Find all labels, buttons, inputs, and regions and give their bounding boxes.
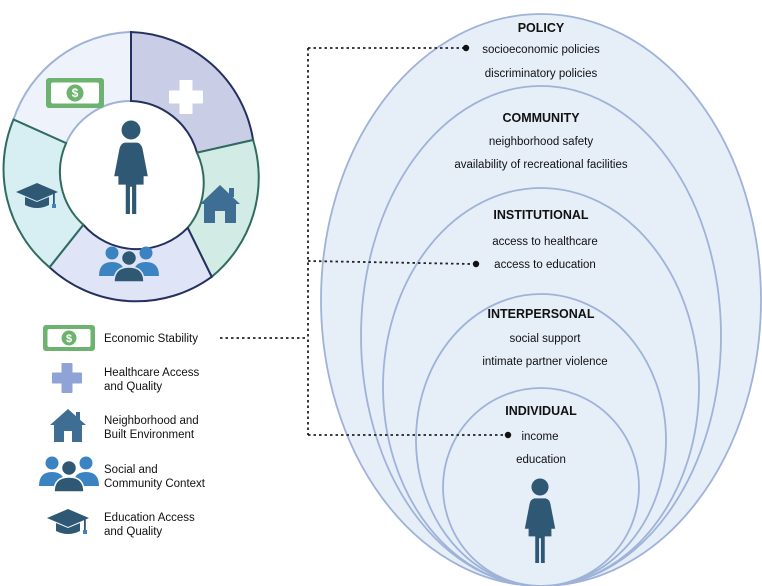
legend-label: Healthcare Access (104, 367, 200, 379)
connector-dot (472, 260, 480, 268)
svg-text:$: $ (66, 333, 72, 345)
legend-label: Economic Stability (104, 333, 198, 345)
level-item-interpersonal-2: intimate partner violence (482, 356, 607, 368)
money-icon: $ (46, 78, 104, 108)
connector-dot (504, 431, 512, 439)
level-item-interpersonal-1: social support (510, 333, 582, 345)
level-item-institutional-1: access to healthcare (492, 236, 597, 248)
wheel-person-icon (114, 120, 148, 214)
legend-label-line2: Built Environment (104, 429, 195, 441)
connector-dots (462, 44, 512, 439)
graduation-cap-icon (16, 183, 58, 208)
people-icon (99, 246, 159, 283)
level-item-institutional-2: access to education (494, 259, 596, 271)
legend-plus-icon (52, 363, 82, 393)
dotted-connectors (220, 47, 504, 436)
ecological-levels (320, 13, 762, 586)
legend-house-icon (50, 409, 86, 442)
level-title-community: COMMUNITY (502, 111, 580, 125)
level-title-policy: POLICY (518, 21, 565, 35)
level-title-interpersonal: INTERPERSONAL (488, 307, 595, 321)
level-item-policy-2: discriminatory policies (485, 68, 598, 80)
plus-icon (169, 80, 203, 114)
legend-label: Social and (104, 464, 158, 476)
legend-item-education: Education Access and Quality (40, 509, 240, 545)
level-item-policy-1: socioeconomic policies (482, 44, 600, 56)
connector-dot (462, 44, 470, 52)
level-item-individual-2: education (516, 454, 566, 466)
level-title-individual: INDIVIDUAL (505, 404, 577, 418)
legend-label-line2: Community Context (104, 478, 205, 490)
svg-text:$: $ (72, 86, 79, 100)
legend-people-icon (39, 456, 99, 493)
legend-item-neighborhood: Neighborhood and Built Environment (40, 412, 240, 448)
level-labels: POLICY socioeconomic policies discrimina… (454, 21, 627, 466)
legend-item-social: Social and Community Context (40, 461, 240, 497)
level-item-individual-1: income (521, 431, 558, 443)
legend-label-line2: and Quality (104, 526, 163, 538)
legend-graduation-cap-icon (47, 509, 89, 534)
legend-item-healthcare: Healthcare Access and Quality (40, 364, 240, 400)
legend-label-line2: and Quality (104, 381, 163, 393)
legend-money-icon: $ (43, 325, 95, 351)
level-item-community-1: neighborhood safety (489, 136, 593, 148)
legend-label: Neighborhood and (104, 415, 199, 427)
level-title-institutional: INSTITUTIONAL (493, 208, 588, 222)
house-icon (200, 185, 240, 223)
legend-label: Education Access (104, 512, 195, 524)
level-item-community-2: availability of recreational facilities (454, 159, 627, 171)
legend-item-economic: Economic Stability (40, 330, 240, 366)
